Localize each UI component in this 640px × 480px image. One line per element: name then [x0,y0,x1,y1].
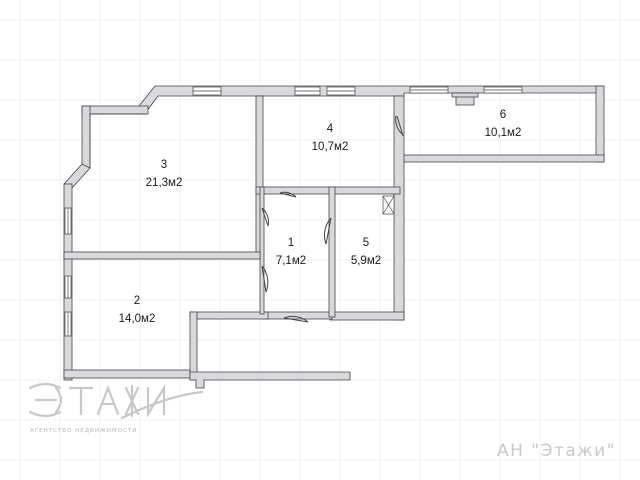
door-entrance [283,315,309,323]
room-3-number: 3 [161,159,167,171]
room-2-area: 14,0м2 [119,313,156,325]
balcony-bottom-wall [397,154,605,163]
room-2-number: 2 [134,295,140,307]
ventilation-shaft [382,195,395,215]
wall-corridor-lower [189,371,351,389]
wall-room2-top [63,251,261,260]
agency-logo-watermark: АГЕНТСТВО НЕДВИЖИМОСТИ [28,382,204,434]
outer-wall-bottom-left [63,369,195,379]
room-3-interior-wall [89,113,146,168]
door-room3 [261,207,269,227]
room-5-number: 5 [363,237,369,249]
room-5-area: 5,9м2 [351,255,381,267]
wall-bottom-middle [261,311,333,320]
wall-right-vertical [393,95,405,321]
agency-name: АН "Этажи" [496,441,616,461]
wall-corridor-upper [189,311,269,320]
windows [64,86,523,337]
balcony-column [451,92,479,106]
outer-wall-right [595,85,605,163]
doors [261,115,404,323]
outer-wall-top-left [81,105,149,115]
wall-corridor-left [189,311,198,381]
door-room2 [261,265,269,293]
room-6-number: 6 [500,109,506,121]
wall-room1-left [259,186,265,315]
room-1-number: 1 [288,237,294,249]
outer-wall-left-upper [81,105,91,169]
room-4-number: 4 [327,123,334,135]
room-3-area: 21,3м2 [146,177,183,189]
wall-room4-bottom [255,186,401,195]
door-room5 [323,217,332,245]
room-4-area: 10,7м2 [312,141,349,153]
room-1-area: 7,1м2 [276,255,306,267]
logo-subtitle: АГЕНТСТВО НЕДВИЖИМОСТИ [30,428,137,434]
wall-room1-right [328,186,336,318]
floor-plan-walls [63,85,605,389]
wall-bottom-right [329,311,405,321]
door-room4 [279,191,297,198]
door-balcony [395,115,404,137]
room-labels: 3 21,3м2 4 10,7м2 6 10,1м2 1 7,1м2 5 5,9… [119,109,522,325]
room-6-area: 10,1м2 [485,127,522,139]
